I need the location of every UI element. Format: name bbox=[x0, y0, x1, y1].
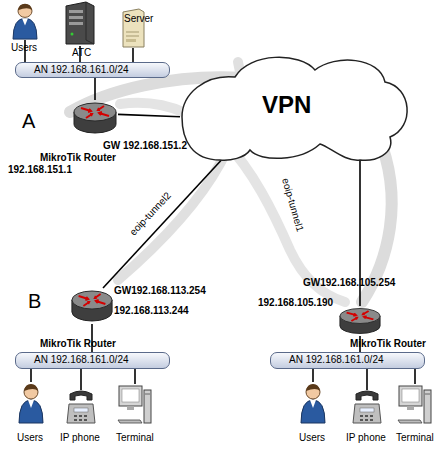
node-label: AN 192.168.161.0/24 bbox=[34, 64, 129, 76]
user-icon: Users bbox=[10, 2, 40, 40]
node-label: Users bbox=[299, 432, 325, 444]
router-icon bbox=[70, 288, 114, 324]
server-icon: Server bbox=[120, 8, 146, 48]
router-icon: BGW192.168.113.254192.168.113.244MikroTi… bbox=[70, 288, 114, 324]
terminal-icon: Terminal bbox=[398, 384, 432, 424]
atc-icon bbox=[62, 0, 98, 46]
lan-band: AN 192.168.161.0/24 bbox=[15, 62, 170, 78]
user-icon: Users bbox=[16, 382, 46, 424]
node-label: 192.168.151.1 bbox=[8, 164, 72, 176]
node-label: Users bbox=[17, 432, 43, 444]
node-label: 192.168.113.244 bbox=[114, 305, 189, 317]
node-label: AN 192.168.161.0/24 bbox=[289, 354, 384, 366]
user-icon bbox=[10, 2, 40, 40]
node-label: B bbox=[28, 290, 41, 312]
link-line bbox=[30, 369, 32, 382]
ip-phone-icon: IP phone bbox=[352, 390, 382, 424]
node-label: 192.168.105.190 bbox=[258, 297, 333, 309]
terminal-icon bbox=[398, 384, 432, 424]
node-label: GW192.168.113.254 bbox=[114, 285, 206, 297]
user-icon bbox=[298, 382, 328, 424]
node-label: Users bbox=[11, 42, 37, 54]
ip-phone-icon bbox=[352, 390, 382, 424]
vpn-cloud: VPN bbox=[180, 52, 410, 160]
link-line bbox=[132, 48, 134, 62]
router-icon: AGW 192.168.151.2MikroTik Router192.168.… bbox=[72, 100, 118, 136]
link-line bbox=[80, 369, 82, 390]
router-icon: GW192.168.105.254192.168.105.190MikroTik… bbox=[338, 306, 382, 336]
node-label: MikroTik Router bbox=[40, 152, 116, 164]
node-label: IP phone bbox=[346, 432, 386, 444]
link-line bbox=[366, 369, 368, 390]
ip-phone-icon bbox=[66, 390, 96, 424]
node-label: GW192.168.105.254 bbox=[303, 277, 395, 289]
lan-band: AN 192.168.161.0/24 bbox=[15, 352, 170, 369]
node-label: ATC bbox=[72, 47, 91, 59]
node-label: VPN bbox=[262, 92, 311, 118]
ip-phone-icon: IP phone bbox=[66, 390, 96, 424]
node-label: IP phone bbox=[60, 432, 100, 444]
user-icon bbox=[16, 382, 46, 424]
router-icon bbox=[338, 306, 382, 336]
link-line bbox=[312, 369, 314, 382]
node-label: GW 192.168.151.2 bbox=[103, 140, 187, 152]
link-line bbox=[134, 369, 136, 384]
terminal-icon: Terminal bbox=[118, 384, 152, 424]
lan-band: AN 192.168.161.0/24 bbox=[270, 352, 425, 369]
node-label: Terminal bbox=[116, 432, 154, 444]
link-line bbox=[118, 114, 180, 116]
user-icon: Users bbox=[298, 382, 328, 424]
atc-icon: ATC bbox=[62, 0, 98, 46]
link-line bbox=[94, 78, 96, 100]
node-label: A bbox=[22, 110, 35, 132]
node-label: AN 192.168.161.0/24 bbox=[34, 354, 129, 366]
terminal-icon bbox=[118, 384, 152, 424]
link-line bbox=[414, 369, 416, 384]
node-label: MikroTik Router bbox=[350, 338, 426, 350]
link-line bbox=[103, 160, 221, 288]
node-label: Terminal bbox=[396, 432, 434, 444]
node-label: MikroTik Router bbox=[40, 338, 116, 350]
router-icon bbox=[72, 100, 118, 136]
node-label: Server bbox=[124, 13, 153, 25]
